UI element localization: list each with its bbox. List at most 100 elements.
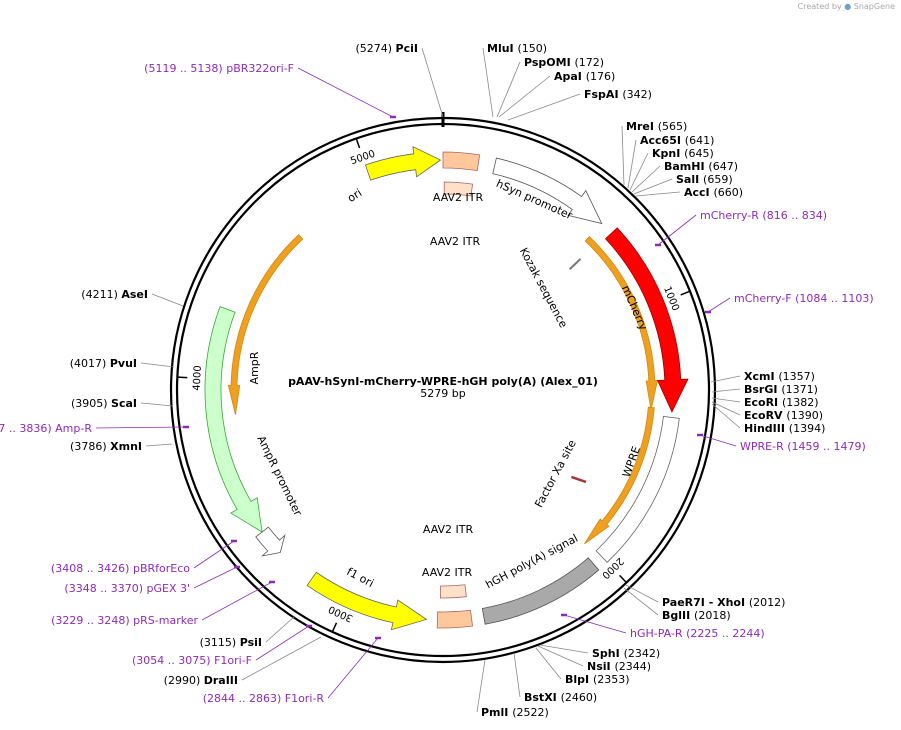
site-label[interactable]: BstXI (2460) <box>524 691 597 704</box>
site-label[interactable]: BlpI (2353) <box>565 673 630 686</box>
connector <box>629 152 649 191</box>
feature-label-itr2b: AAV2 ITR <box>422 566 473 579</box>
site-label[interactable]: BamHI (647) <box>664 160 738 173</box>
connector <box>201 581 273 621</box>
site-label[interactable]: (3786) XmnI <box>70 440 142 453</box>
feature-wpre <box>595 415 680 563</box>
site-label[interactable]: PspOMI (172) <box>524 56 604 69</box>
feature-label-itr1b: AAV2 ITR <box>430 235 481 248</box>
tick-mark <box>680 290 691 296</box>
site-label[interactable]: EcoRI (1382) <box>744 396 819 409</box>
created-by-branding: Created by ● SnapGene <box>798 2 895 11</box>
feature-hgh-polya <box>481 557 600 625</box>
connector <box>535 647 562 680</box>
primer-label[interactable]: (3229 .. 3248) pRS-marker <box>51 614 198 627</box>
primer-label[interactable]: (3054 .. 3075) F1ori-F <box>132 654 252 667</box>
site-label[interactable]: MluI (150) <box>487 42 547 55</box>
feature-label-ampr_promoter: AmpR promoter <box>254 434 304 519</box>
connector <box>496 61 521 118</box>
connector <box>241 636 322 681</box>
feature-label-itr1: AAV2 ITR <box>433 191 484 204</box>
connector <box>255 625 310 661</box>
connector <box>711 403 741 429</box>
connector <box>710 375 741 383</box>
site-label[interactable]: SalI (659) <box>676 173 733 186</box>
site-label[interactable]: SphI (2342) <box>592 647 660 660</box>
connector <box>627 139 637 189</box>
connector <box>327 637 379 699</box>
tick-mark <box>331 622 338 633</box>
feature-label-f1ori: f1 ori <box>345 565 376 590</box>
feature-mcherry <box>604 227 689 413</box>
primer-label[interactable]: hGH-PA-R (2225 .. 2244) <box>630 627 765 640</box>
site-label[interactable]: (5274) PciI <box>355 42 418 55</box>
tick-mark <box>355 138 361 149</box>
orf-track-mcherry <box>584 236 658 411</box>
connector <box>633 178 673 195</box>
connector <box>537 645 584 667</box>
site-label[interactable]: ApaI (176) <box>554 70 615 83</box>
connector <box>482 47 494 118</box>
connector <box>145 443 173 447</box>
feature-label-ampr: AmpR <box>248 351 261 384</box>
primer-label[interactable]: mCherry-R (816 .. 834) <box>700 209 827 222</box>
site-label[interactable]: MreI (565) <box>626 120 687 133</box>
feature-label-ori: ori <box>345 186 364 205</box>
kozak-mark <box>568 258 582 270</box>
snapgene-logo-icon: ● <box>844 2 852 11</box>
feature-ampr <box>204 306 263 533</box>
connector <box>625 584 659 603</box>
site-label[interactable]: XcmI (1357) <box>744 370 815 383</box>
feature-ori <box>364 145 442 181</box>
connector <box>657 214 697 246</box>
tick-label: 4000 <box>192 365 204 391</box>
connector <box>623 587 659 616</box>
connector <box>297 67 394 118</box>
snapgene-brand: SnapGene <box>853 2 895 11</box>
primer-label[interactable]: (3408 .. 3426) pBRforEco <box>51 562 190 575</box>
feature-label-kozak: Kozak sequence <box>517 246 570 331</box>
site-label[interactable]: (4017) PvuI <box>70 357 137 370</box>
primer-label[interactable]: (2844 .. 2863) F1ori-R <box>203 692 325 705</box>
primer-label[interactable]: mCherry-F (1084 .. 1103) <box>734 292 874 305</box>
primer-label[interactable]: (5119 .. 5138) pBR322ori-F <box>144 62 294 75</box>
site-label[interactable]: KpnI (645) <box>652 147 714 160</box>
feature-label-factorxa: Factor Xa site <box>532 437 579 509</box>
connector <box>265 615 296 643</box>
site-label[interactable]: AccI (660) <box>684 186 743 199</box>
connector <box>140 362 175 368</box>
site-label[interactable]: FspAI (342) <box>584 88 652 101</box>
site-label[interactable]: PaeR7I - XhoI (2012) <box>662 596 785 609</box>
site-label[interactable]: HindIII (1394) <box>744 422 825 435</box>
connector <box>513 652 521 698</box>
connector <box>711 388 741 393</box>
site-label[interactable]: NsiI (2344) <box>587 660 651 673</box>
feature-hsyn-promoter <box>492 157 603 225</box>
feature-itr1b <box>443 181 474 197</box>
feature-itr2 <box>436 609 473 629</box>
connector <box>699 434 737 447</box>
orf-track-wpre <box>584 406 655 545</box>
site-label[interactable]: (4211) AseI <box>81 288 148 301</box>
feature-label-itr2: AAV2 ITR <box>423 523 474 536</box>
primer-label[interactable]: (3817 .. 3836) Amp-R <box>0 422 92 435</box>
site-label[interactable]: (2990) DraIII <box>164 674 238 687</box>
connector <box>539 644 589 654</box>
feature-f1-ori <box>306 571 428 631</box>
site-label[interactable]: Acc65I (641) <box>640 134 714 147</box>
feature-itr1 <box>442 151 481 172</box>
connector <box>193 566 238 589</box>
site-label[interactable]: PmlI (2522) <box>481 706 549 719</box>
connector <box>621 125 625 186</box>
site-label[interactable]: (3905) ScaI <box>71 397 137 410</box>
primer-label[interactable]: WPRE-R (1459 .. 1479) <box>740 440 866 453</box>
connector <box>711 397 741 403</box>
site-label[interactable]: EcoRV (1390) <box>744 409 823 422</box>
site-label[interactable]: BglII (2018) <box>662 609 731 622</box>
connector <box>631 165 661 193</box>
site-label[interactable]: (3115) PsiI <box>200 636 262 649</box>
connector <box>476 659 486 713</box>
connector <box>635 191 681 197</box>
site-label[interactable]: BsrGI (1371) <box>744 383 818 396</box>
primer-label[interactable]: (3348 .. 3370) pGEX 3' <box>64 582 190 595</box>
